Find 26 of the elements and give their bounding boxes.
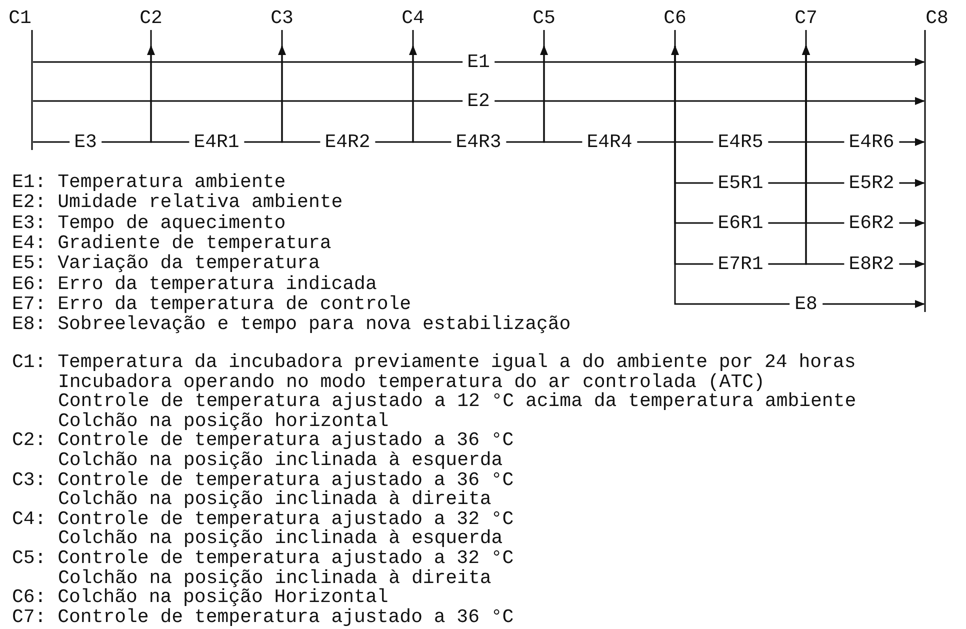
note-line: C3: Controle de temperatura ajustado a 36 °C [12, 470, 514, 490]
note-line: Colchão na posição inclinada à esquerda [58, 528, 503, 548]
key-entry: E4: Gradiente de temperatura [12, 232, 332, 253]
note-line: C7: Controle de temperatura ajustado a 36 °C [12, 606, 514, 627]
arrow [33, 97, 925, 105]
arrow [674, 45, 810, 265]
note-line: C4: Controle de temperatura ajustado a 32 °C [12, 508, 514, 529]
arrow [33, 58, 925, 66]
note-line: Incubadora operando no modo temperatura do ar controlada (ATC) [58, 372, 765, 392]
note-line: Controle de temperatura ajustado a 12 °C acima da temperatura ambiente [58, 391, 856, 412]
key-entry: E1: Temperatura ambiente [12, 172, 286, 192]
note-line: C2: Controle de temperatura ajustado a 36 °C [12, 430, 514, 450]
key-entry: E8: Sobreelevação e tempo para nova estabilização [12, 314, 571, 334]
key-entry: E7: Erro da temperatura de controle [12, 294, 412, 314]
note-line: Colchão na posição inclinada à direita [58, 568, 492, 588]
note-line: Colchão na posição horizontal [58, 410, 389, 431]
key-entry: E6: Erro da temperatura indicada [12, 274, 377, 294]
note-line: C1: Temperatura da incubadora previamente igual a do ambiente por 24 horas [12, 352, 856, 372]
note-line: Colchão na posição inclinada à direita [58, 489, 492, 510]
key-entry: E5: Variação da temperatura [12, 253, 320, 274]
key-entry: E3: Tempo de aquecimento [12, 212, 286, 233]
note-line: C6: Colchão na posição Horizontal [12, 587, 388, 608]
arrow [674, 46, 925, 308]
note-line: C5: Controle de temperatura ajustado a 32 °C [12, 548, 514, 568]
key-entry: E2: Umidade relativa ambiente [12, 192, 343, 212]
note-line: Colchão na posição inclinada à esquerda [58, 450, 503, 470]
